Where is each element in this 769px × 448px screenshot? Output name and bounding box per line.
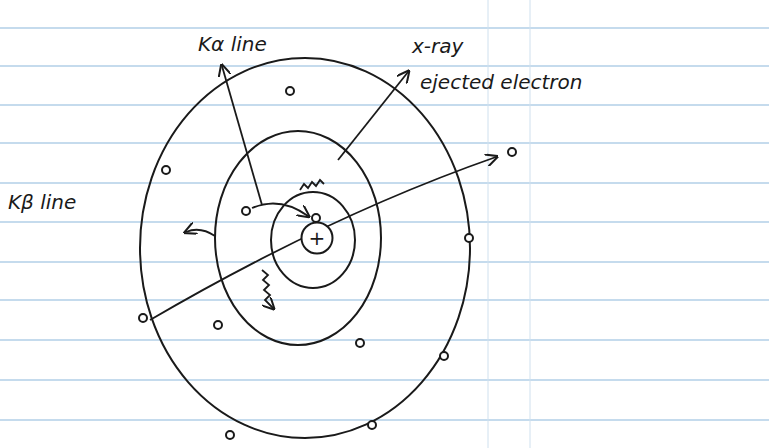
electrons	[139, 87, 516, 439]
middle-orbit	[215, 131, 381, 345]
nucleus-sign: +	[309, 228, 326, 248]
k-beta-leader	[186, 230, 215, 236]
k-alpha-leader	[222, 66, 262, 205]
ruled-lines	[0, 28, 769, 420]
orbits	[140, 58, 470, 438]
line-label: x-ray	[412, 34, 463, 58]
k-alpha-transition	[252, 204, 308, 217]
ejection-path	[150, 157, 496, 320]
nucleus-circle: +	[300, 221, 334, 255]
line-label: Kα line	[198, 32, 267, 56]
inner-orbit	[271, 192, 355, 288]
line-label: ejected electron	[420, 70, 583, 94]
arrows	[150, 66, 496, 320]
x-ray-leader	[338, 72, 408, 160]
line-label: Kβ line	[8, 190, 76, 214]
margin-lines	[488, 0, 530, 448]
outer-orbit	[140, 58, 470, 438]
x-ray-wiggle	[300, 180, 324, 190]
k-beta-wiggle	[262, 270, 273, 308]
